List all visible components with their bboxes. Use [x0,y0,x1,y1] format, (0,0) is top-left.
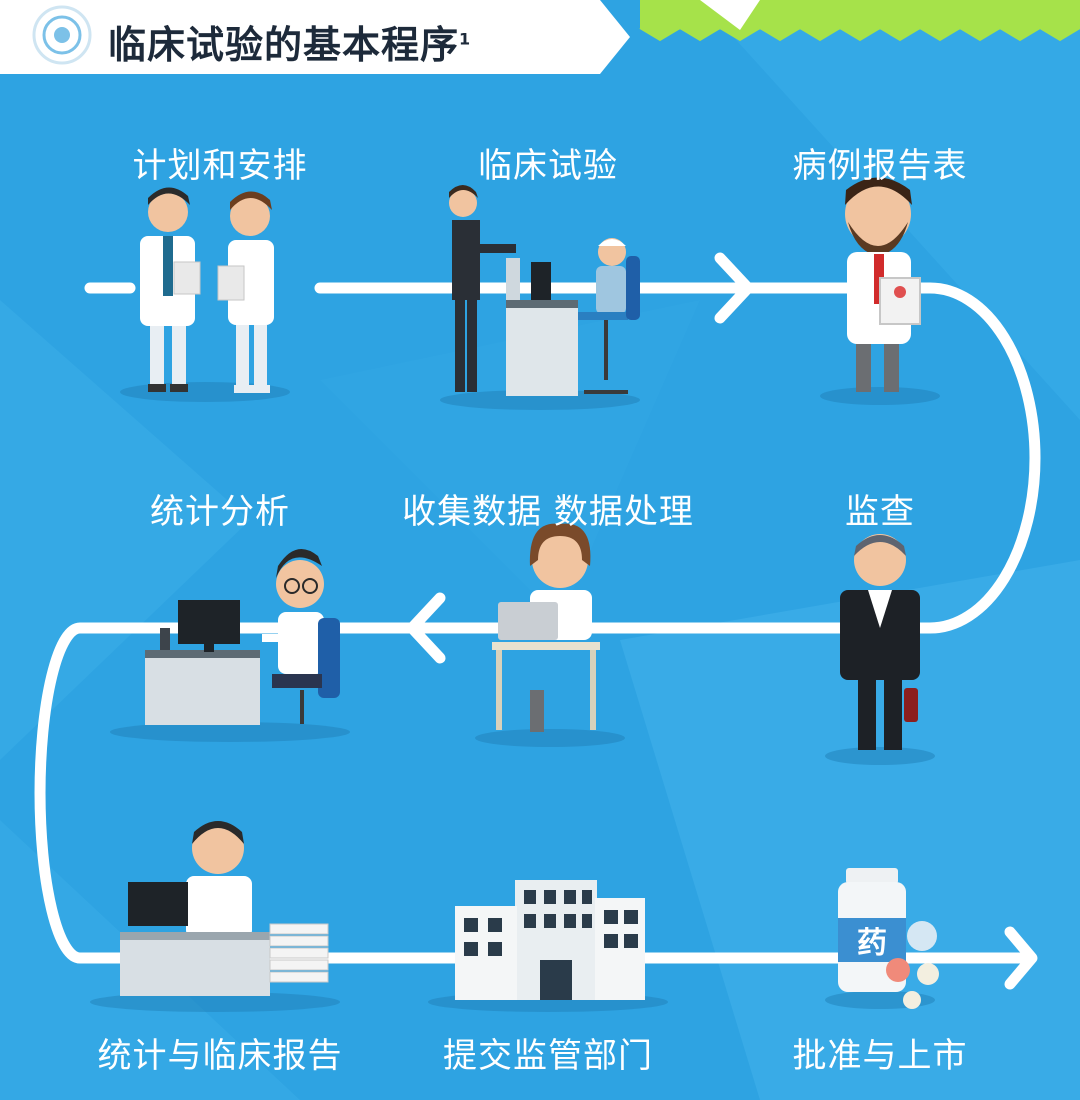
title-decoration [0,0,1080,74]
step-label-submit: 提交监管部门 [443,1036,653,1076]
target-icon [32,5,92,65]
step-label-monitor: 监查 [845,492,915,532]
step-label-plan: 计划和安排 [132,146,308,186]
step-label-analysis: 统计分析 [150,492,290,532]
step-label-approve: 批准与上市 [792,1036,968,1076]
page-title: 临床试验的基本程序1 [108,23,472,67]
step-label-collect: 收集数据 数据处理 [402,492,694,532]
step-label-report: 统计与临床报告 [97,1036,343,1076]
medicine-label: 药 [857,926,887,961]
step-label-trial: 临床试验 [478,146,618,186]
title-footnote: 1 [459,29,472,49]
step-label-crf: 病例报告表 [792,146,968,186]
